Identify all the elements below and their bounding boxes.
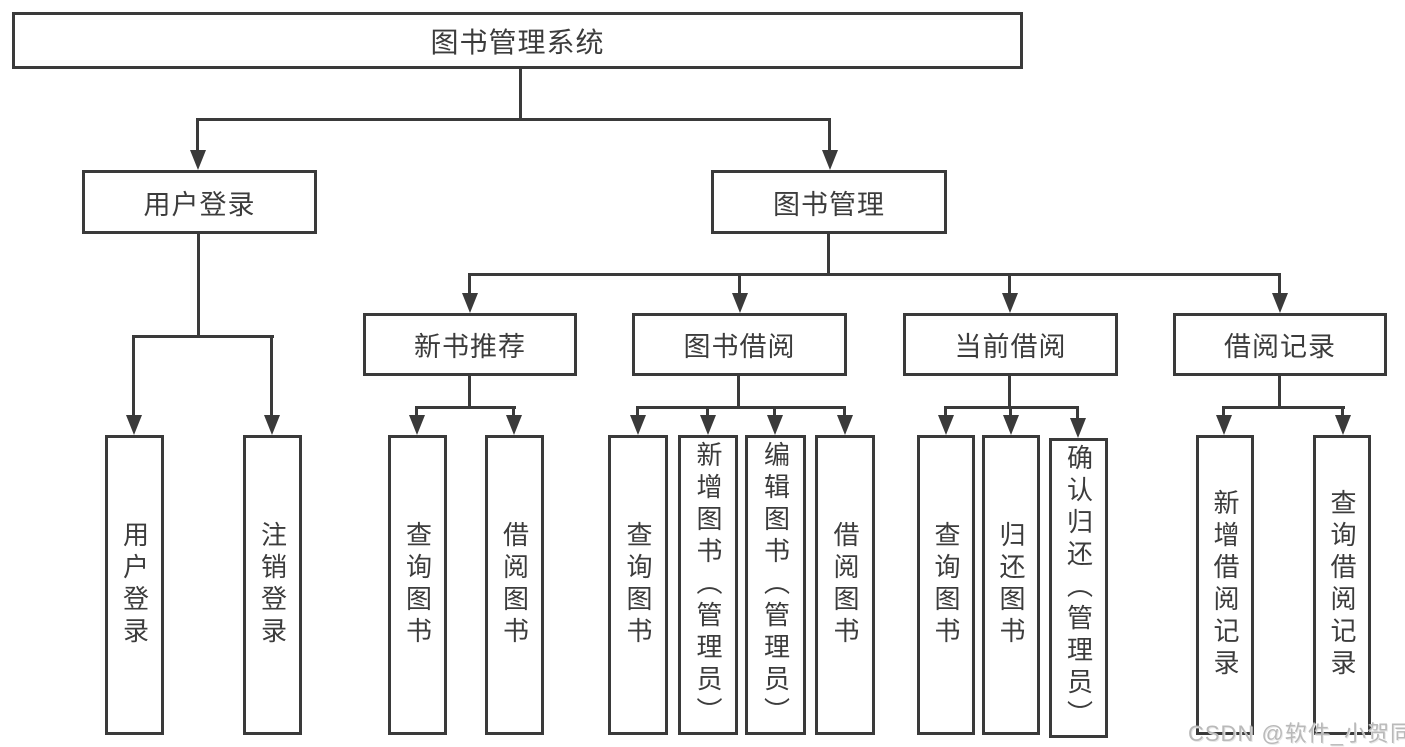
leaf-borrow-add-books-admin: 新增图书（管理员） [678,435,738,735]
leaf-borrow-edit-books-admin: 编辑图书（管理员） [745,435,806,735]
connector-mgmt-stem [827,234,830,273]
leaf-current-confirm-return-admin: 确认归还（管理员） [1049,438,1108,738]
node-new-book-recommend: 新书推荐 [363,313,577,376]
leaf-label: 借阅图书 [499,521,530,649]
arrow-borrow-leaf-1 [630,406,646,435]
node-current-borrow: 当前借阅 [903,313,1118,376]
connector-recommend-hbar [415,406,516,409]
leaf-borrow-borrow-books: 借阅图书 [815,435,875,735]
connector-recommend-stem [468,376,471,406]
leaf-current-return-books: 归还图书 [982,435,1040,735]
connector-records-stem [1278,376,1281,406]
leaf-user-login: 用户登录 [105,435,164,735]
arrow-to-book-borrow [732,273,748,313]
node-book-management: 图书管理 [711,170,947,234]
leaf-label: 归还图书 [996,521,1026,649]
leaf-label: 查询图书 [402,521,433,649]
arrow-borrow-leaf-4 [837,406,853,435]
node-book-borrow: 图书借阅 [632,313,847,376]
node-user-login: 用户登录 [82,170,317,234]
leaf-label: 查询图书 [931,521,961,649]
arrow-records-leaf-2 [1335,406,1351,435]
leaf-label: 新增借阅记录 [1210,489,1240,681]
leaf-label: 注销登录 [257,521,288,649]
node-root-system: 图书管理系统 [12,12,1023,69]
connector-current-stem [1008,376,1011,406]
connector-root-stem [519,69,522,118]
leaf-label: 借阅图书 [830,521,860,649]
connector-records-hbar [1223,406,1345,409]
connector-user-stem [197,234,200,335]
arrow-current-leaf-1 [938,406,954,435]
arrow-to-book-management [822,118,838,170]
leaf-label: 用户登录 [119,521,150,649]
arrow-to-leaf-logout [264,335,280,435]
leaf-label: 查询借阅记录 [1327,489,1357,681]
arrow-to-borrow-records [1272,273,1288,313]
csdn-watermark: CSDN @软件_小贺同学 [1188,721,1405,746]
arrow-recommend-leaf-1 [409,406,425,435]
leaf-recommend-query-books: 查询图书 [388,435,447,735]
leaf-logout: 注销登录 [243,435,302,735]
arrow-to-new-book-recommend [462,273,478,313]
connector-borrow-hbar [637,406,846,409]
leaf-label: 查询图书 [623,521,653,649]
leaf-records-add-record: 新增借阅记录 [1196,435,1254,735]
arrow-recommend-leaf-2 [506,406,522,435]
arrow-borrow-leaf-3 [767,406,783,435]
leaf-label: 编辑图书（管理员） [760,441,791,729]
arrow-to-current-borrow [1002,273,1018,313]
leaf-borrow-query-books: 查询图书 [608,435,668,735]
node-borrow-records: 借阅记录 [1173,313,1387,376]
connector-user-hbar [133,335,274,338]
connector-borrow-stem [737,376,740,406]
leaf-recommend-borrow-books: 借阅图书 [485,435,544,735]
connector-mgmt-hbar [469,273,1281,276]
arrow-borrow-leaf-2 [700,406,716,435]
leaf-label: 确认归还（管理员） [1063,444,1094,732]
leaf-label: 新增图书（管理员） [693,441,723,729]
connector-root-hbar [197,118,830,121]
arrow-to-leaf-user-login [126,335,142,435]
arrow-current-leaf-3 [1070,406,1086,438]
arrow-to-user-login [190,118,206,170]
leaf-current-query-books: 查询图书 [917,435,975,735]
arrow-current-leaf-2 [1003,406,1019,435]
leaf-records-query-record: 查询借阅记录 [1313,435,1371,735]
arrow-records-leaf-1 [1216,406,1232,435]
